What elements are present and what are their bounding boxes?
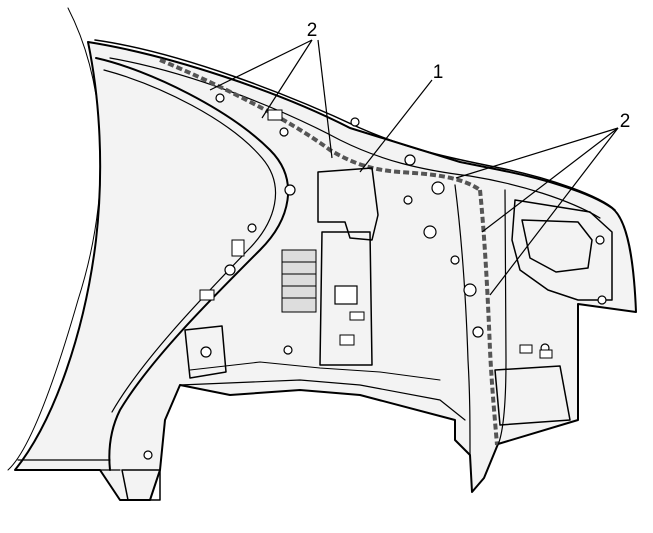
body-outer-curve [7,7,102,471]
wheelhouse-bracket [184,325,227,379]
bottom-sill [14,459,121,471]
wheelhouse-arch [95,57,290,471]
pillar-edge-left [454,184,471,456]
sealer-bead-rail [159,58,482,192]
wheelhouse-inner-edge [103,69,277,413]
panel-cutouts [199,109,553,359]
pillar-edge-right [497,189,507,446]
quarter-panel-outline [14,41,637,501]
fastener-holes [143,93,607,460]
center-bracket [317,167,379,241]
callout-1: 1 [433,62,444,83]
lamp-pocket [494,365,571,426]
sealer-bead-pillar [478,189,499,446]
roof-rail-upper [94,39,616,211]
center-channel [319,231,373,366]
center-channel-slot [334,285,358,305]
rear-window-opening [521,219,593,273]
center-channel-slot-lower [339,334,355,346]
callout-2-top: 2 [307,20,318,41]
floor-pan [179,379,466,421]
bracket-hole [200,346,212,358]
callout-2-right: 2 [620,111,631,132]
ribbed-panel [281,249,317,313]
floor-pan-edge [189,361,441,381]
leader-lines [209,39,619,296]
rear-inner-panel [511,199,613,301]
rocker-tab [121,469,161,501]
